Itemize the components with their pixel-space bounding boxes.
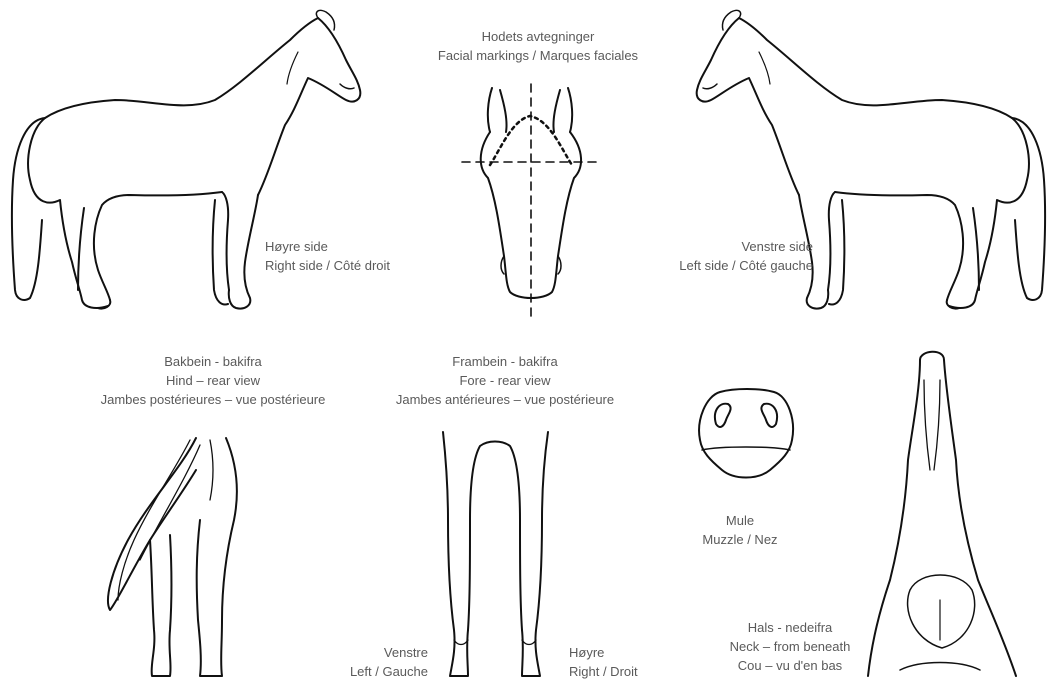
neck-underside-drawing [868,352,1016,676]
left-side-label-line2: Left side / Côté gauche [679,256,813,275]
muzzle-label: Mule Muzzle / Nez [680,511,800,549]
hind-legs-drawing [108,438,237,676]
fore-right-label-line2: Right / Droit [569,662,638,681]
muzzle-label-line1: Mule [680,511,800,530]
hind-label-line1: Bakbein - bakifra [68,352,358,371]
left-side-label-line1: Venstre side [679,237,813,256]
head-front-drawing [462,84,598,316]
right-side-label: Høyre side Right side / Côté droit [265,237,390,275]
facial-markings-label-line1: Hodets avtegninger [413,27,663,46]
neck-label-line2: Neck – from beneath [700,637,880,656]
fore-right-label-line1: Høyre [569,643,638,662]
right-side-label-line2: Right side / Côté droit [265,256,390,275]
hind-rear-view-label: Bakbein - bakifra Hind – rear view Jambe… [68,352,358,409]
muzzle-drawing [699,389,793,478]
hind-label-line3: Jambes postérieures – vue postérieure [68,390,358,409]
neck-label-line1: Hals - nedeifra [700,618,880,637]
fore-right-label: Høyre Right / Droit [569,643,638,681]
fore-legs-drawing [443,432,548,676]
muzzle-label-line2: Muzzle / Nez [680,530,800,549]
neck-label-line3: Cou – vu d'en bas [700,656,880,675]
fore-label-line1: Frambein - bakifra [360,352,650,371]
left-side-label: Venstre side Left side / Côté gauche [679,237,813,275]
fore-left-label: Venstre Left / Gauche [350,643,428,681]
fore-rear-view-label: Frambein - bakifra Fore - rear view Jamb… [360,352,650,409]
right-side-label-line1: Høyre side [265,237,390,256]
fore-label-line3: Jambes antérieures – vue postérieure [360,390,650,409]
facial-markings-label: Hodets avtegninger Facial markings / Mar… [413,27,663,65]
fore-left-label-line2: Left / Gauche [350,662,428,681]
hind-label-line2: Hind – rear view [68,371,358,390]
fore-label-line2: Fore - rear view [360,371,650,390]
fore-left-label-line1: Venstre [350,643,428,662]
facial-markings-label-line2: Facial markings / Marques faciales [413,46,663,65]
neck-beneath-label: Hals - nedeifra Neck – from beneath Cou … [700,618,880,675]
